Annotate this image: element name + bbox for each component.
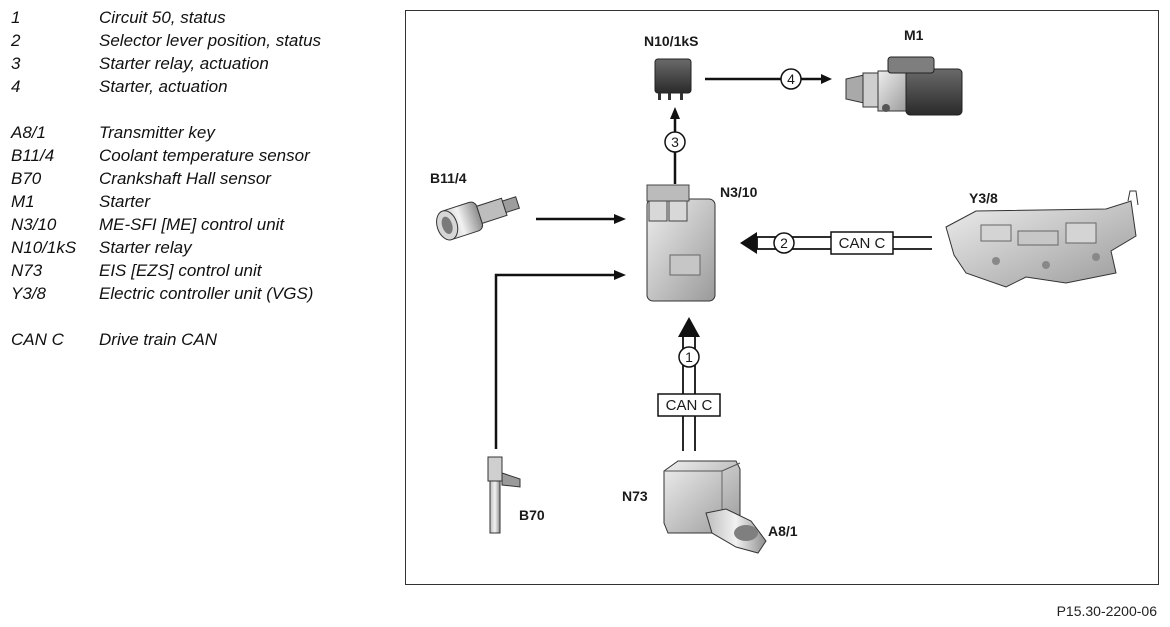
signal-line-coolant bbox=[536, 214, 626, 224]
legend-row-component: N10/1kS Starter relay bbox=[11, 236, 391, 259]
label-y3-8: Y3/8 bbox=[969, 190, 998, 206]
legend-row-component: Y3/8 Electric controller unit (VGS) bbox=[11, 282, 391, 305]
legend-desc: Drive train CAN bbox=[99, 330, 218, 349]
electric-controller-unit-y3-8 bbox=[945, 190, 1139, 288]
legend-code: B11/4 bbox=[11, 146, 55, 165]
legend-desc: Crankshaft Hall sensor bbox=[99, 169, 271, 188]
legend-spacer bbox=[11, 98, 391, 121]
control-unit-n3-10 bbox=[646, 184, 716, 302]
legend-row-bus: CAN C Drive train CAN bbox=[11, 328, 391, 351]
label-b11-4: B11/4 bbox=[430, 170, 467, 186]
legend-spacer bbox=[11, 305, 391, 328]
can-c-label-text: CAN C bbox=[839, 235, 886, 252]
legend-code: M1 bbox=[11, 192, 35, 211]
legend-code: N10/1kS bbox=[11, 238, 77, 257]
label-b70: B70 bbox=[519, 507, 545, 523]
legend-desc: Starter bbox=[99, 192, 151, 211]
legend-code: 2 bbox=[11, 31, 21, 50]
legend-desc: Coolant temperature sensor bbox=[99, 146, 310, 165]
legend-desc: Starter, actuation bbox=[99, 77, 228, 96]
legend-code: N3/10 bbox=[11, 215, 57, 234]
legend-desc: Selector lever position, status bbox=[99, 31, 322, 50]
legend-row-signal-1: 1 Circuit 50, status bbox=[11, 6, 391, 29]
legend-code: 4 bbox=[11, 77, 21, 96]
legend-desc: ME-SFI [ME] control unit bbox=[99, 215, 285, 234]
crankshaft-hall-sensor-b70 bbox=[487, 456, 521, 534]
signal-number: 3 bbox=[671, 134, 679, 150]
legend-desc: Starter relay bbox=[99, 238, 192, 257]
legend-row-component: B11/4 Coolant temperature sensor bbox=[11, 144, 391, 167]
transmitter-key-a8-1 bbox=[705, 508, 767, 554]
legend-code: 1 bbox=[11, 8, 21, 27]
label-a8-1: A8/1 bbox=[768, 523, 798, 539]
legend-desc: EIS [EZS] control unit bbox=[99, 261, 262, 280]
label-n73: N73 bbox=[622, 488, 648, 504]
legend-row-component: N3/10 ME-SFI [ME] control unit bbox=[11, 213, 391, 236]
legend-code: A8/1 bbox=[11, 123, 46, 142]
label-n10-1ks: N10/1kS bbox=[644, 33, 698, 49]
legend-code: N73 bbox=[11, 261, 43, 280]
legend-code: B70 bbox=[11, 169, 42, 188]
legend-row-component: N73 EIS [EZS] control unit bbox=[11, 259, 391, 282]
legend-row-signal-4: 4 Starter, actuation bbox=[11, 75, 391, 98]
legend-desc: Transmitter key bbox=[99, 123, 215, 142]
signal-circle-3: 3 bbox=[664, 131, 686, 153]
legend-desc: Starter relay, actuation bbox=[99, 54, 269, 73]
relay-n10-1ks bbox=[654, 58, 692, 100]
legend-desc: Circuit 50, status bbox=[99, 8, 226, 27]
legend-row-component: M1 Starter bbox=[11, 190, 391, 213]
legend-code: CAN C bbox=[11, 330, 64, 349]
signal-circle-4: 4 bbox=[780, 68, 802, 90]
can-line-1 bbox=[678, 317, 700, 451]
signal-circle-2: 2 bbox=[773, 232, 795, 254]
figure-reference: P15.30-2200-06 bbox=[1056, 603, 1157, 619]
legend-row-signal-3: 3 Starter relay, actuation bbox=[11, 52, 391, 75]
signal-number: 4 bbox=[787, 71, 795, 87]
legend-row-component: B70 Crankshaft Hall sensor bbox=[11, 167, 391, 190]
legend-code: 3 bbox=[11, 54, 21, 73]
signal-line-crankshaft bbox=[494, 270, 626, 449]
signal-number: 1 bbox=[685, 349, 693, 365]
label-n3-10: N3/10 bbox=[720, 184, 758, 200]
signal-circle-1: 1 bbox=[678, 346, 700, 368]
starter-motor-m1 bbox=[845, 56, 963, 116]
can-c-label-text: CAN C bbox=[666, 397, 713, 414]
label-m1: M1 bbox=[904, 27, 924, 43]
legend-code: Y3/8 bbox=[11, 284, 46, 303]
signal-number: 2 bbox=[780, 235, 788, 251]
coolant-temperature-sensor-b11-4 bbox=[436, 196, 521, 241]
legend-row-signal-2: 2 Selector lever position, status bbox=[11, 29, 391, 52]
block-diagram: CAN C CAN C 4 3 2 1 N10/1kS M1 B11/4 N3/… bbox=[405, 10, 1159, 585]
signal-line-4 bbox=[705, 74, 832, 84]
can-c-label-horizontal: CAN C bbox=[830, 231, 894, 255]
can-c-label-vertical: CAN C bbox=[657, 393, 721, 417]
legend-row-component: A8/1 Transmitter key bbox=[11, 121, 391, 144]
legend: 1 Circuit 50, status 2 Selector lever po… bbox=[11, 6, 391, 351]
legend-desc: Electric controller unit (VGS) bbox=[99, 284, 314, 303]
